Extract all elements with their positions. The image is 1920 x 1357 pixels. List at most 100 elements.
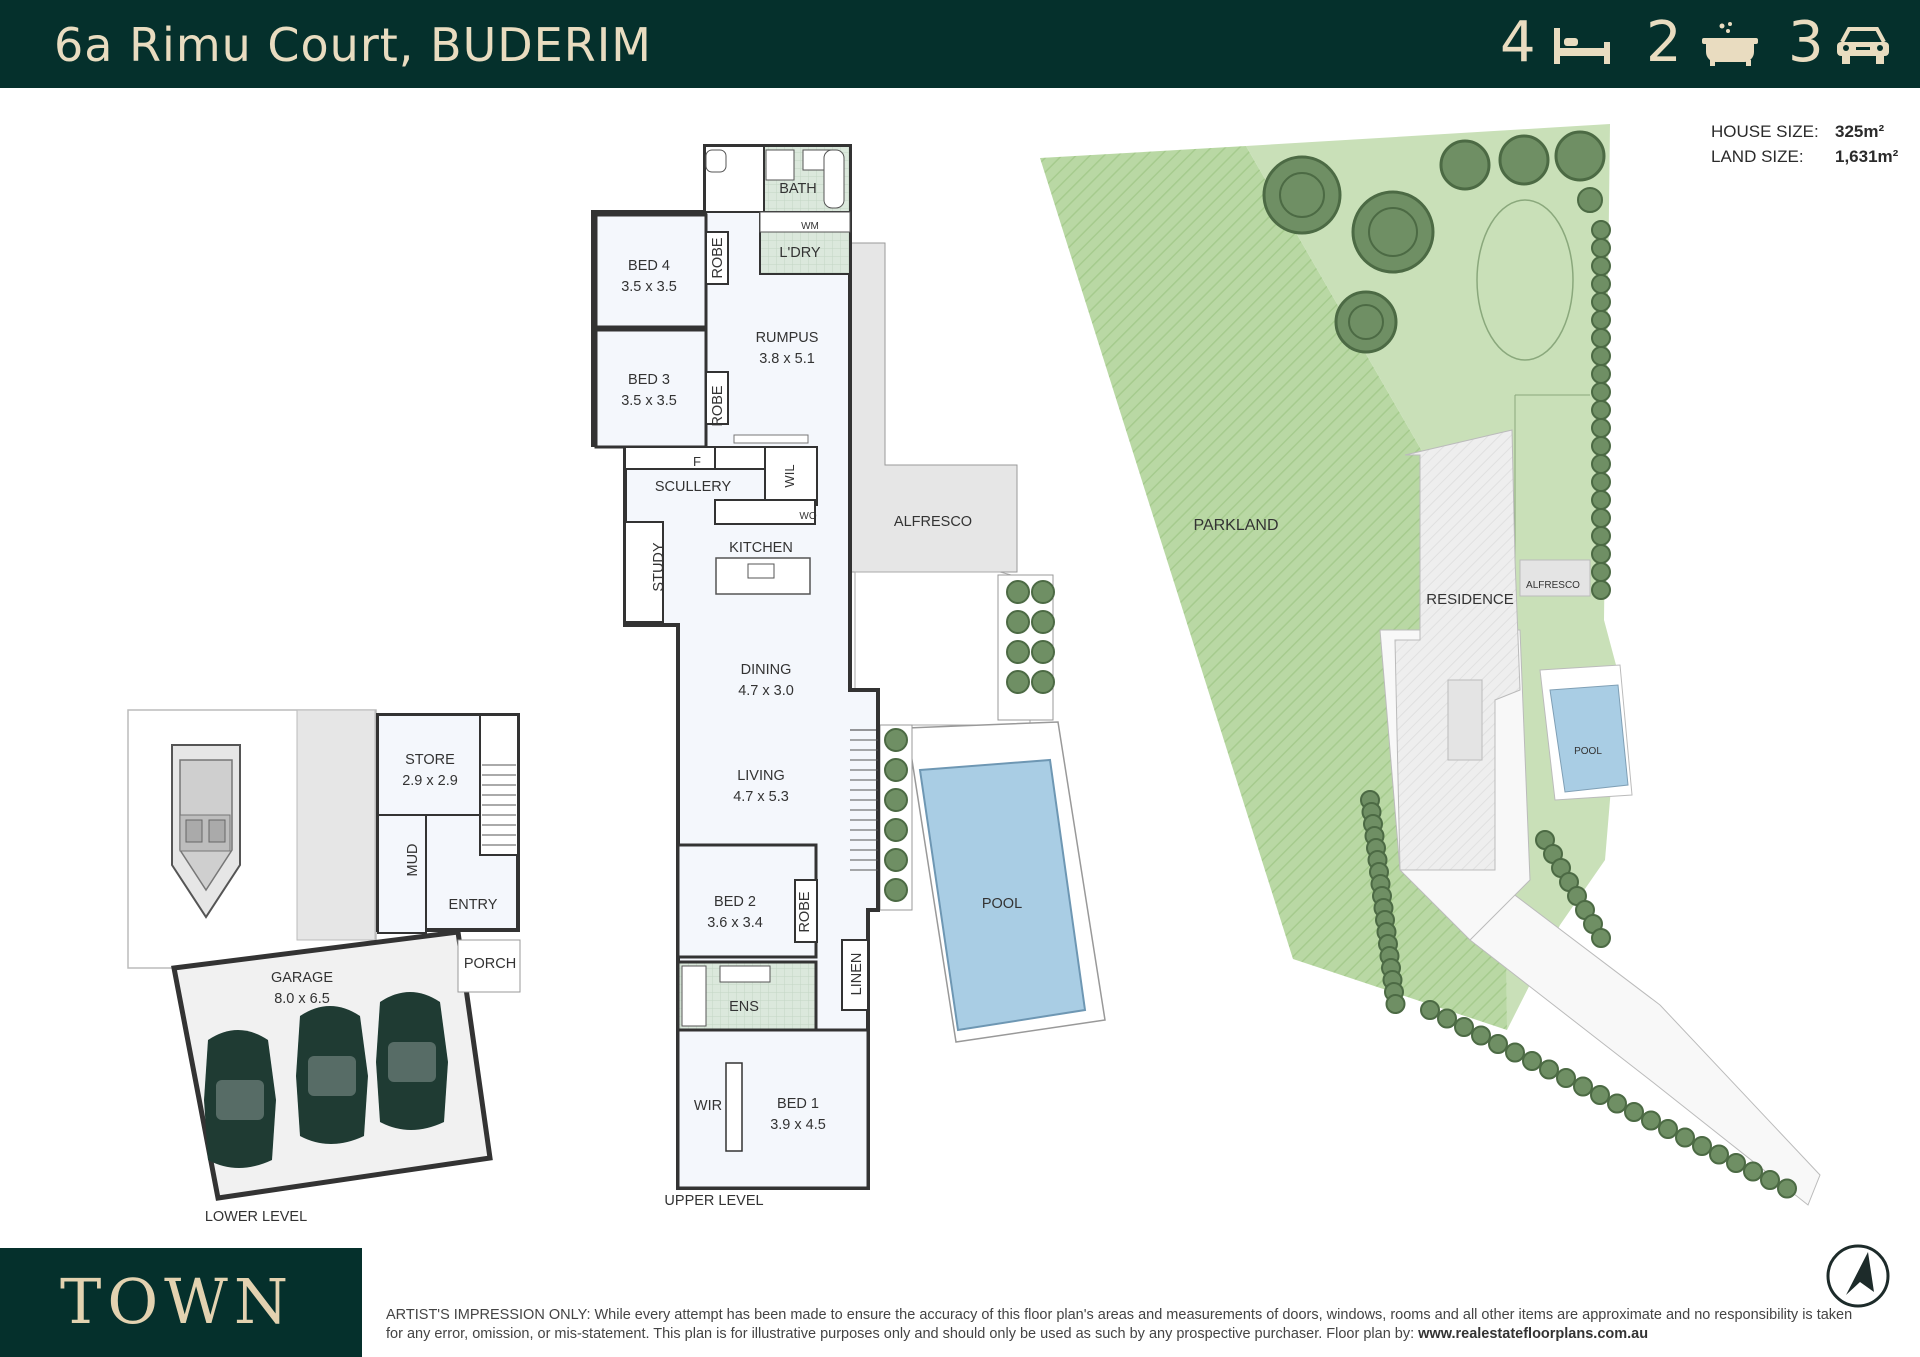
label-bed2: BED 2 <box>714 894 756 910</box>
bed-icon <box>1554 28 1610 64</box>
label-store-dim: 2.9 x 2.9 <box>402 773 458 789</box>
lower-level-plan <box>127 709 521 1201</box>
hedge-shrub <box>884 848 908 872</box>
hedge-shrub <box>1031 580 1055 604</box>
car-1-icon <box>204 1030 276 1168</box>
label-wil: WIL <box>782 464 797 487</box>
label-study: STUDY <box>651 542 667 591</box>
hedge-shrub <box>1591 328 1611 348</box>
hedge-shrub <box>1006 670 1030 694</box>
label-alfresco: ALFRESCO <box>894 514 972 530</box>
hedge-shrub <box>1573 1076 1593 1097</box>
hedge-shrub <box>1031 670 1055 694</box>
bed2-room <box>676 843 818 959</box>
hedge-shrub <box>1591 544 1611 564</box>
label-wir: WIR <box>694 1098 722 1114</box>
label-wo: WO <box>799 511 816 522</box>
label-f: F <box>693 454 701 469</box>
hedge-shrub <box>1760 1170 1780 1190</box>
label-living-dim: 4.7 x 5.3 <box>733 789 789 805</box>
hedge-shrub <box>1591 508 1611 528</box>
hedge-shrub <box>1006 640 1030 664</box>
label-porch: PORCH <box>464 956 516 972</box>
label-garage-dim: 8.0 x 6.5 <box>274 991 330 1007</box>
hedge-shrub <box>1591 454 1611 474</box>
hedge-shrub <box>1591 472 1611 492</box>
hedge-shrub <box>884 728 908 752</box>
header-bar: 6a Rimu Court, BUDERIM 4 2 3 <box>0 0 1920 88</box>
label-bed1-dim: 3.9 x 4.5 <box>770 1117 826 1133</box>
hedge-shrub <box>1591 436 1611 456</box>
hedge-shrub <box>1006 580 1030 604</box>
hedge-shrub <box>1505 1042 1525 1063</box>
website-link[interactable]: www.realestatefloorplans.com.au <box>1418 1326 1649 1342</box>
hedge-shrub <box>1488 1034 1508 1054</box>
hedge-shrub <box>1591 490 1611 510</box>
car-count: 3 <box>1788 10 1824 75</box>
car-2-icon <box>296 1006 368 1144</box>
label-rumpus-dim: 3.8 x 5.1 <box>759 351 815 367</box>
mud-room <box>377 814 427 934</box>
label-ens: ENS <box>729 999 759 1015</box>
pool-water <box>918 758 1087 1032</box>
hedge-shrub <box>1420 1000 1440 1020</box>
label-ldry: L'DRY <box>779 245 821 261</box>
residence-footprint <box>1394 429 1521 871</box>
property-address: 6a Rimu Court, BUDERIM <box>54 18 652 72</box>
hedge-shrub <box>1591 256 1611 276</box>
hedge-shrub <box>1471 1025 1491 1046</box>
hedge-shrub <box>1709 1144 1729 1165</box>
bath-icon <box>1702 22 1758 66</box>
bed-count: 4 <box>1500 10 1536 75</box>
boat-icon <box>171 744 241 919</box>
label-parkland: PARKLAND <box>1193 517 1278 534</box>
hedge-shrub <box>1556 1068 1576 1088</box>
label-kitchen: KITCHEN <box>729 540 793 556</box>
hedge-shrub <box>1591 364 1611 384</box>
house-size-label: HOUSE SIZE: <box>1711 122 1819 141</box>
hedge-shrub <box>884 878 908 902</box>
label-bed2-dim: 3.6 x 3.4 <box>707 915 763 931</box>
label-entry: ENTRY <box>449 897 498 913</box>
hedge-shrub <box>1591 238 1611 258</box>
hedge-shrub <box>1607 1093 1627 1114</box>
hedge-shrub <box>1590 1085 1610 1105</box>
land-size: LAND SIZE: 1,631m² <box>1711 147 1898 167</box>
house-size-value: 325m² <box>1835 122 1885 141</box>
hedge-shrub <box>1591 928 1611 948</box>
disclaimer-body: ARTIST'S IMPRESSION ONLY: While every at… <box>386 1307 1853 1342</box>
label-mud: MUD <box>405 843 421 876</box>
lawn-oval <box>1476 199 1574 361</box>
label-residence: RESIDENCE <box>1426 591 1514 608</box>
label-bed4-dim: 3.5 x 3.5 <box>621 279 677 295</box>
site-trees <box>1262 130 1606 354</box>
hedge-shrub <box>1743 1161 1763 1182</box>
footer-logo-panel <box>0 1248 362 1357</box>
store-room <box>377 714 481 816</box>
site-pool <box>1539 664 1633 801</box>
driveway <box>1469 879 1821 1206</box>
label-bed3: BED 3 <box>628 372 670 388</box>
label-robe-bed4: ROBE <box>710 237 726 278</box>
hedge-shrub <box>1006 610 1030 634</box>
hedge-shrub <box>1031 640 1055 664</box>
land-size-value: 1,631m² <box>1835 147 1899 166</box>
label-bed1: BED 1 <box>777 1096 819 1112</box>
site-alfresco <box>1519 559 1591 597</box>
car-3-icon <box>376 992 448 1130</box>
hedge-shrub <box>1591 346 1611 366</box>
bath-count: 2 <box>1646 10 1682 75</box>
hedge-shrub <box>1591 382 1611 402</box>
label-lower-level: LOWER LEVEL <box>205 1209 307 1225</box>
hedge-shrub <box>1777 1178 1797 1199</box>
hedge-shrub <box>1591 292 1611 312</box>
hedge-shrub <box>884 788 908 812</box>
label-rumpus: RUMPUS <box>756 330 819 346</box>
label-site-alfresco: ALFRESCO <box>1526 580 1580 591</box>
hedge-shrub <box>1591 400 1611 420</box>
hedge-shrub <box>884 758 908 782</box>
label-linen: LINEN <box>849 953 865 996</box>
house-size: HOUSE SIZE: 325m² <box>1711 122 1884 142</box>
hedge-shrub <box>1591 562 1611 582</box>
